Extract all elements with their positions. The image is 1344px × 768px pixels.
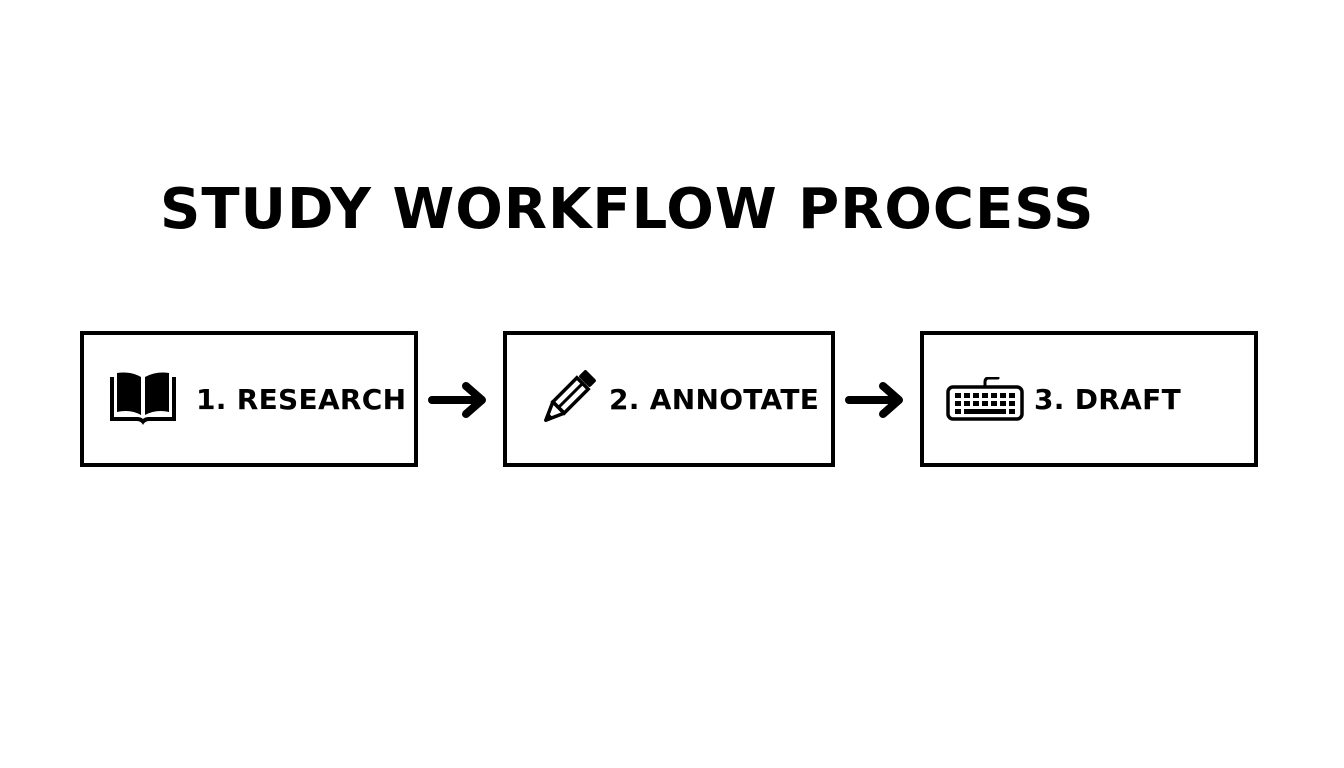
keyboard-icon	[946, 377, 1024, 421]
open-book-icon	[104, 369, 182, 429]
step-label: 1. RESEARCH	[196, 382, 407, 416]
step-label: 3. DRAFT	[1034, 382, 1181, 416]
arrow-right-icon	[843, 376, 907, 424]
step-research-box: 1. RESEARCH	[80, 331, 418, 467]
arrow-right-icon	[426, 376, 490, 424]
pencil-icon	[537, 369, 597, 429]
step-draft-box: 3. DRAFT	[920, 331, 1258, 467]
step-annotate-box: 2. ANNOTATE	[503, 331, 835, 467]
step-label: 2. ANNOTATE	[609, 382, 820, 416]
diagram-title: STUDY WORKFLOW PROCESS	[160, 177, 1095, 242]
